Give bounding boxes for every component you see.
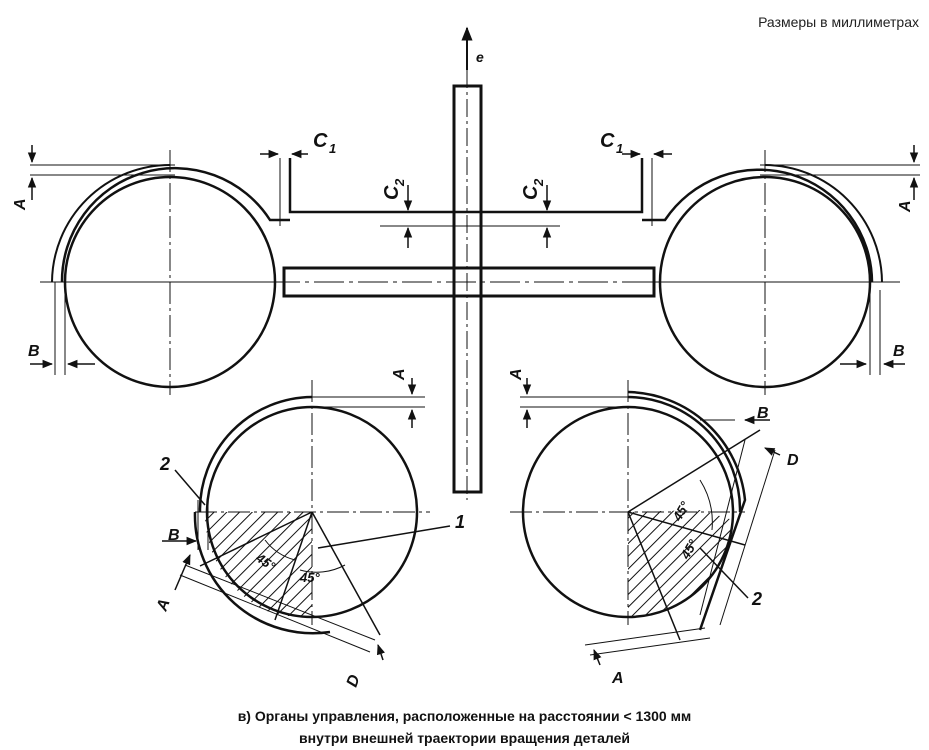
label-a-bottom-right: A xyxy=(611,670,624,687)
upper-rail xyxy=(288,158,644,214)
label-c2-right: C xyxy=(520,185,542,200)
wheel-bottom-right xyxy=(510,378,781,666)
label-part-1: 1 xyxy=(455,512,465,532)
label-a-bottom-right-top: A xyxy=(508,368,525,381)
label-part-2-left: 2 xyxy=(159,454,170,474)
label-c1-left: C xyxy=(313,130,328,152)
label-a-top-left: A xyxy=(12,198,29,211)
label-c1-right: C xyxy=(600,130,615,152)
caption-line-1: в) Органы управления, расположенные на р… xyxy=(237,708,692,724)
wheel-top-left xyxy=(27,145,290,395)
label-b-top-right: B xyxy=(893,343,905,360)
caption-line-2: внутри внешней траектории вращения детал… xyxy=(299,730,630,746)
label-b-bottom-left: B xyxy=(168,527,180,544)
label-angle-left-2: 45° xyxy=(299,570,320,585)
units-note: Размеры в миллиметрах xyxy=(758,14,919,30)
label-a-bottom-left-top: A xyxy=(391,368,408,381)
label-c2-left-sub: 2 xyxy=(392,178,407,187)
label-c1-left-sub: 1 xyxy=(329,141,336,156)
label-c2-right-sub: 2 xyxy=(531,178,546,187)
label-b-top-left: B xyxy=(28,343,40,360)
label-e: e xyxy=(476,49,484,65)
label-part-2-right: 2 xyxy=(751,589,762,609)
label-c1-right-sub: 1 xyxy=(616,141,623,156)
wheel-top-right xyxy=(642,145,920,395)
label-d-bottom-left: D xyxy=(344,672,364,689)
label-d-bottom-right: D xyxy=(787,452,799,469)
label-a-bottom-left: A xyxy=(153,597,173,615)
label-a-top-right: A xyxy=(897,200,914,213)
label-c2-left: C xyxy=(381,185,403,200)
wheel-bottom-left xyxy=(162,378,451,661)
label-b-bottom-right: B xyxy=(757,405,769,422)
